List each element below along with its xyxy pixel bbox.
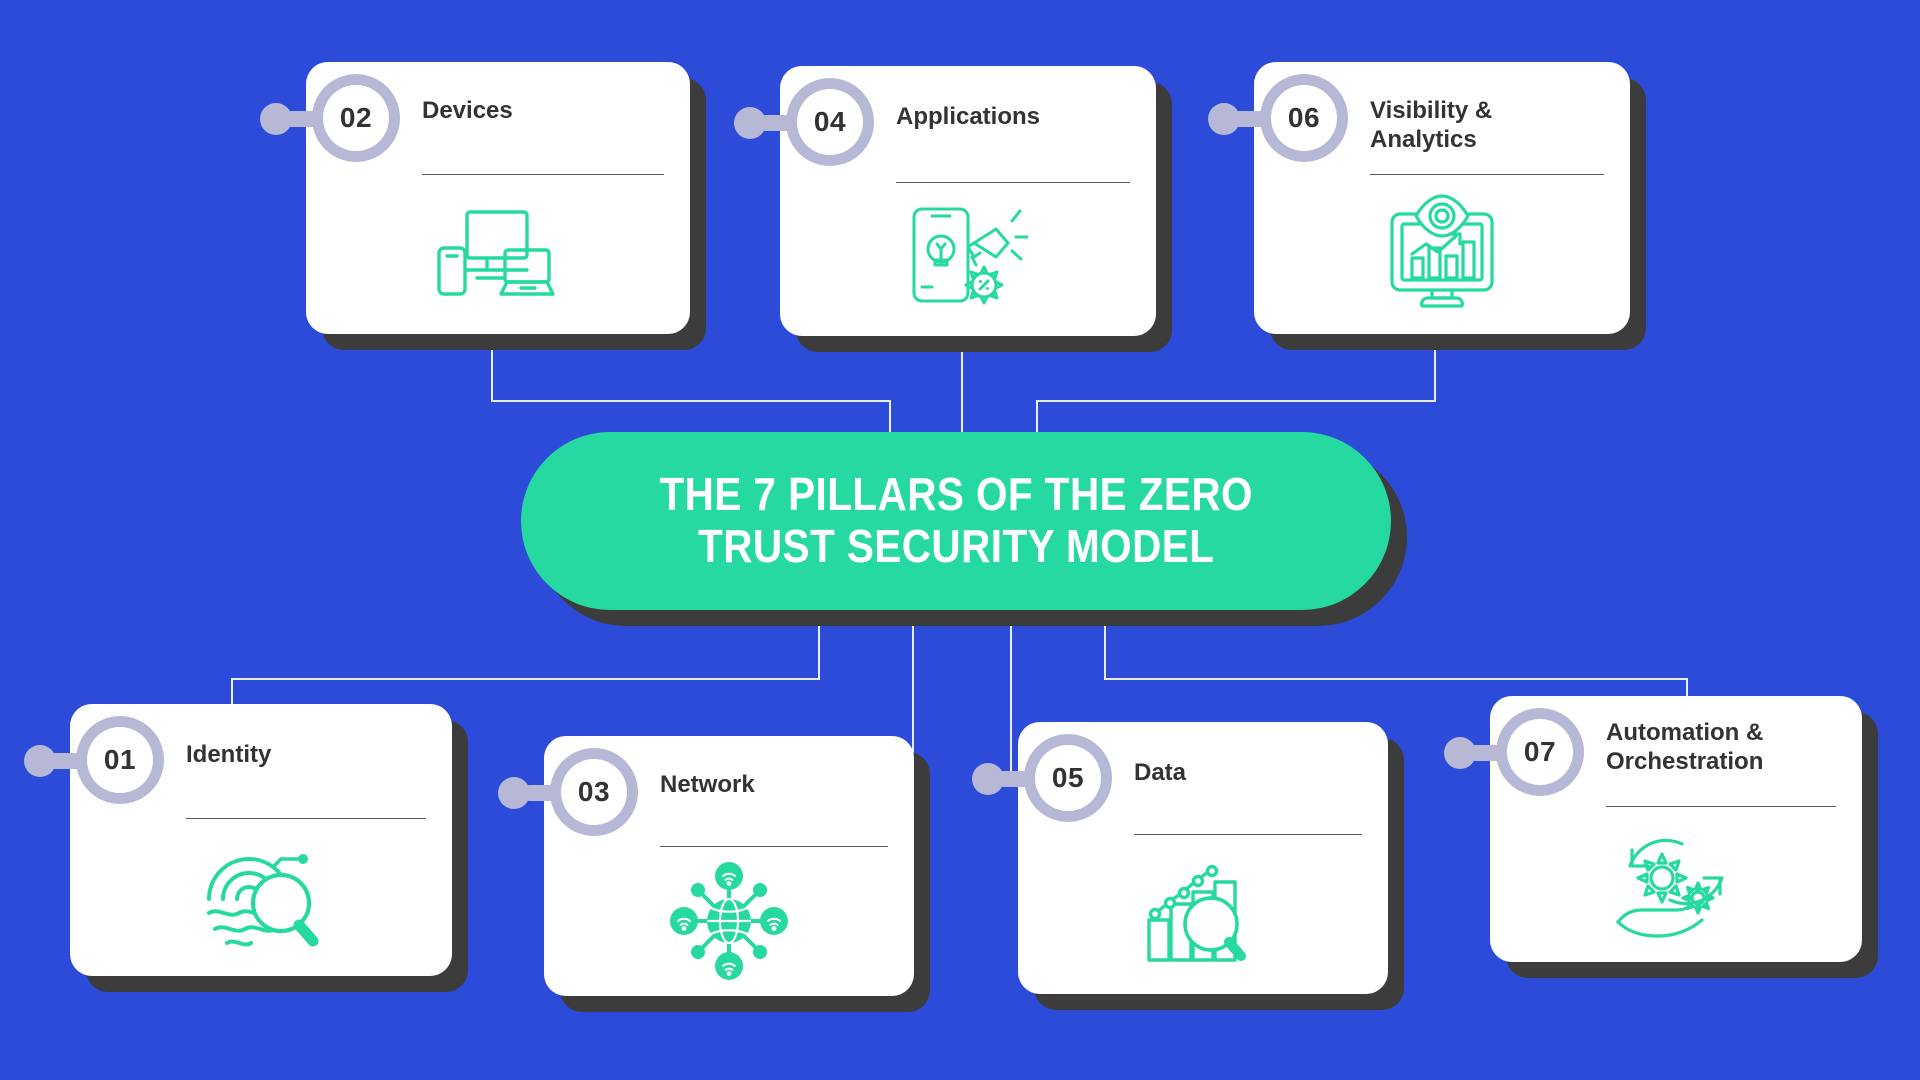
card-number: 07 — [1523, 736, 1557, 767]
card-06-visibility-analytics[interactable]: 06 Visibility & Analytics — [1208, 62, 1646, 350]
fingerprint-magnifier-icon — [70, 832, 452, 960]
data-chart-magnifier-icon — [1018, 850, 1388, 974]
connector-card01-drop — [231, 678, 233, 720]
card-header: 04 Applications — [734, 66, 1156, 176]
badge-ring: 01 — [76, 716, 164, 804]
card-07-automation-orchestration[interactable]: 07 Automation & Orchestration — [1444, 696, 1878, 978]
card-02-devices[interactable]: 02 Devices — [260, 62, 706, 350]
badge-inner: 01 — [87, 727, 153, 793]
card-01-identity[interactable]: 01 Identity — [24, 704, 468, 992]
connector-card02-horizontal — [491, 400, 891, 402]
card-surface: 07 Automation & Orchestration — [1444, 696, 1862, 962]
card-title: Visibility & Analytics — [1370, 97, 1493, 154]
badge-ring: 05 — [1024, 734, 1112, 822]
card-title: Devices — [422, 97, 513, 124]
badge-ring: 04 — [786, 78, 874, 166]
card-divider — [422, 174, 664, 175]
card-number: 01 — [103, 744, 137, 775]
connector-card07-horizontal — [1104, 678, 1688, 680]
connector-card01-horizontal — [231, 678, 820, 680]
card-number: 02 — [339, 102, 373, 133]
card-header: 02 Devices — [260, 62, 690, 172]
connector-card06-drop — [1036, 400, 1038, 444]
card-title: Applications — [896, 103, 1041, 130]
badge-ring: 02 — [312, 74, 400, 162]
connector-card07-stub — [1104, 612, 1106, 680]
card-03-network[interactable]: 03 Network — [498, 736, 930, 1012]
card-surface: 03 Network — [498, 736, 914, 996]
badge-inner: 06 — [1271, 85, 1337, 151]
card-05-data[interactable]: 05 Data — [972, 722, 1404, 1010]
card-title: Data — [1134, 759, 1187, 786]
network-globe-icon — [544, 856, 914, 986]
badge-inner: 07 — [1507, 719, 1573, 785]
center-title-text: THE 7 PILLARS OF THE ZERO TRUST SECURITY… — [659, 468, 1253, 572]
connector-card04-vertical — [961, 336, 963, 444]
card-number: 05 — [1051, 762, 1085, 793]
card-title: Identity — [186, 741, 272, 768]
badge-inner: 04 — [797, 89, 863, 155]
card-number: 04 — [813, 106, 847, 137]
card-header: 03 Network — [498, 736, 914, 846]
card-divider — [1134, 834, 1362, 835]
card-header: 06 Visibility & Analytics — [1208, 62, 1630, 172]
badge-inner: 05 — [1035, 745, 1101, 811]
devices-icon — [306, 192, 690, 312]
card-title: Automation & Orchestration — [1606, 719, 1764, 776]
connector-card06-horizontal — [1036, 400, 1436, 402]
card-header: 07 Automation & Orchestration — [1444, 696, 1862, 806]
connector-card01-stub — [818, 612, 820, 680]
card-title: Network — [660, 771, 755, 798]
card-divider — [896, 182, 1130, 183]
connector-card05-stub — [1010, 612, 1012, 780]
badge-inner: 02 — [323, 85, 389, 151]
card-04-applications[interactable]: 04 Applications — [734, 66, 1172, 352]
card-header: 05 Data — [972, 722, 1388, 832]
connector-card02-drop — [889, 400, 891, 444]
card-surface: 05 Data — [972, 722, 1388, 994]
card-number: 06 — [1287, 102, 1321, 133]
center-title-pill: THE 7 PILLARS OF THE ZERO TRUST SECURITY… — [521, 432, 1391, 610]
card-divider — [186, 818, 426, 819]
badge-ring: 03 — [550, 748, 638, 836]
card-divider — [1606, 806, 1836, 807]
card-divider — [1370, 174, 1604, 175]
badge-ring: 06 — [1260, 74, 1348, 162]
badge-inner: 03 — [561, 759, 627, 825]
card-number: 03 — [577, 776, 611, 807]
connector-card06-vertical — [1434, 334, 1436, 402]
card-header: 01 Identity — [24, 704, 452, 814]
badge-ring: 07 — [1496, 708, 1584, 796]
card-surface: 06 Visibility & Analytics — [1208, 62, 1630, 334]
connector-card02-vertical — [491, 334, 493, 402]
card-surface: 02 Devices — [260, 62, 690, 334]
card-surface: 04 Applications — [734, 66, 1156, 336]
gears-hand-icon — [1490, 818, 1862, 946]
application-phone-icon — [780, 198, 1156, 318]
connector-card03-stub — [912, 612, 914, 780]
card-divider — [660, 846, 888, 847]
monitor-eye-analytics-icon — [1254, 188, 1630, 316]
card-surface: 01 Identity — [24, 704, 452, 976]
